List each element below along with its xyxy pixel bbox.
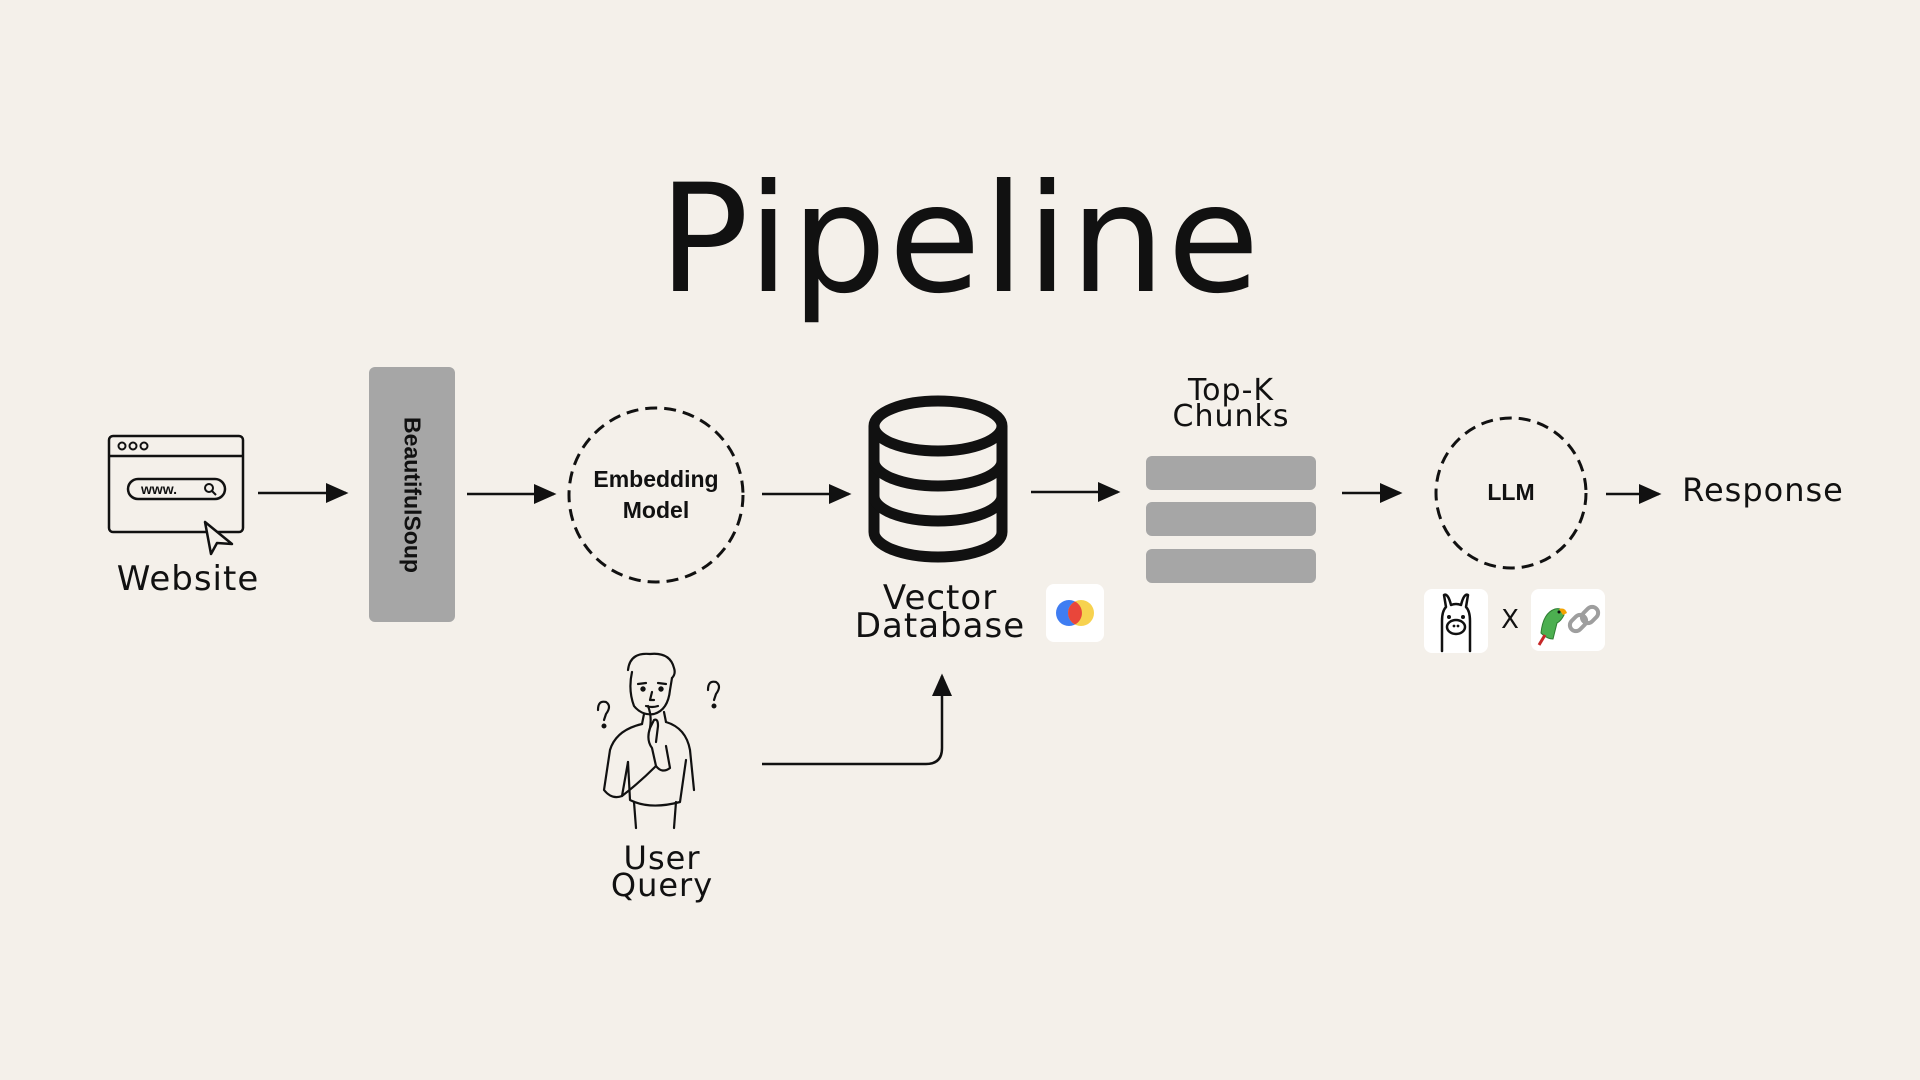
- page-title: Pipeline: [658, 153, 1262, 327]
- response-label: Response: [1682, 471, 1844, 509]
- vector-db-logo-tile: [1046, 584, 1104, 642]
- beautifulsoup-label: BeautifulSoup: [399, 416, 426, 573]
- ollama-llama-icon: [1440, 593, 1472, 653]
- vector-database-line2: Database: [854, 605, 1026, 646]
- chunk-bar-3: [1146, 549, 1316, 583]
- arrow-query-to-db: [762, 673, 952, 766]
- user-query-line2: Query: [610, 866, 714, 905]
- chroma-logo-icon: [1056, 600, 1094, 626]
- langchain-parrot-link-icon: [1537, 604, 1601, 646]
- top-k-line2: Chunks: [1172, 398, 1290, 434]
- thinking-person-icon: [596, 652, 721, 830]
- top-k-chunks-label: Top-K Chunks: [1131, 373, 1331, 434]
- top-k-line1: Top-K: [1187, 373, 1275, 408]
- chunk-bar-1: [1146, 456, 1316, 490]
- embedding-model-circle: [567, 406, 745, 584]
- llm-logo-separator: X: [1501, 605, 1519, 635]
- llm-label: LLM: [1487, 479, 1535, 505]
- user-query-label: User Query: [572, 839, 752, 905]
- browser-window-icon: www.: [107, 434, 245, 556]
- vector-database-label: Vector Database: [840, 578, 1040, 646]
- vector-database-line1: Vector: [882, 578, 998, 618]
- user-query-line1: User: [623, 839, 701, 877]
- llm-logo-right-tile: [1531, 589, 1605, 651]
- website-label: Website: [116, 559, 260, 599]
- embedding-model-label: Embedding Model: [566, 464, 746, 526]
- llm-logo-left-tile: [1424, 589, 1488, 653]
- url-text: www.: [140, 481, 177, 497]
- embedding-model-line1: Embedding: [593, 466, 719, 492]
- chunk-bar-2: [1146, 502, 1316, 536]
- llm-circle: [1434, 416, 1588, 570]
- embedding-model-line2: Model: [622, 497, 690, 524]
- beautifulsoup-box: BeautifulSoup: [369, 367, 455, 622]
- database-cylinder-icon: [868, 395, 1008, 563]
